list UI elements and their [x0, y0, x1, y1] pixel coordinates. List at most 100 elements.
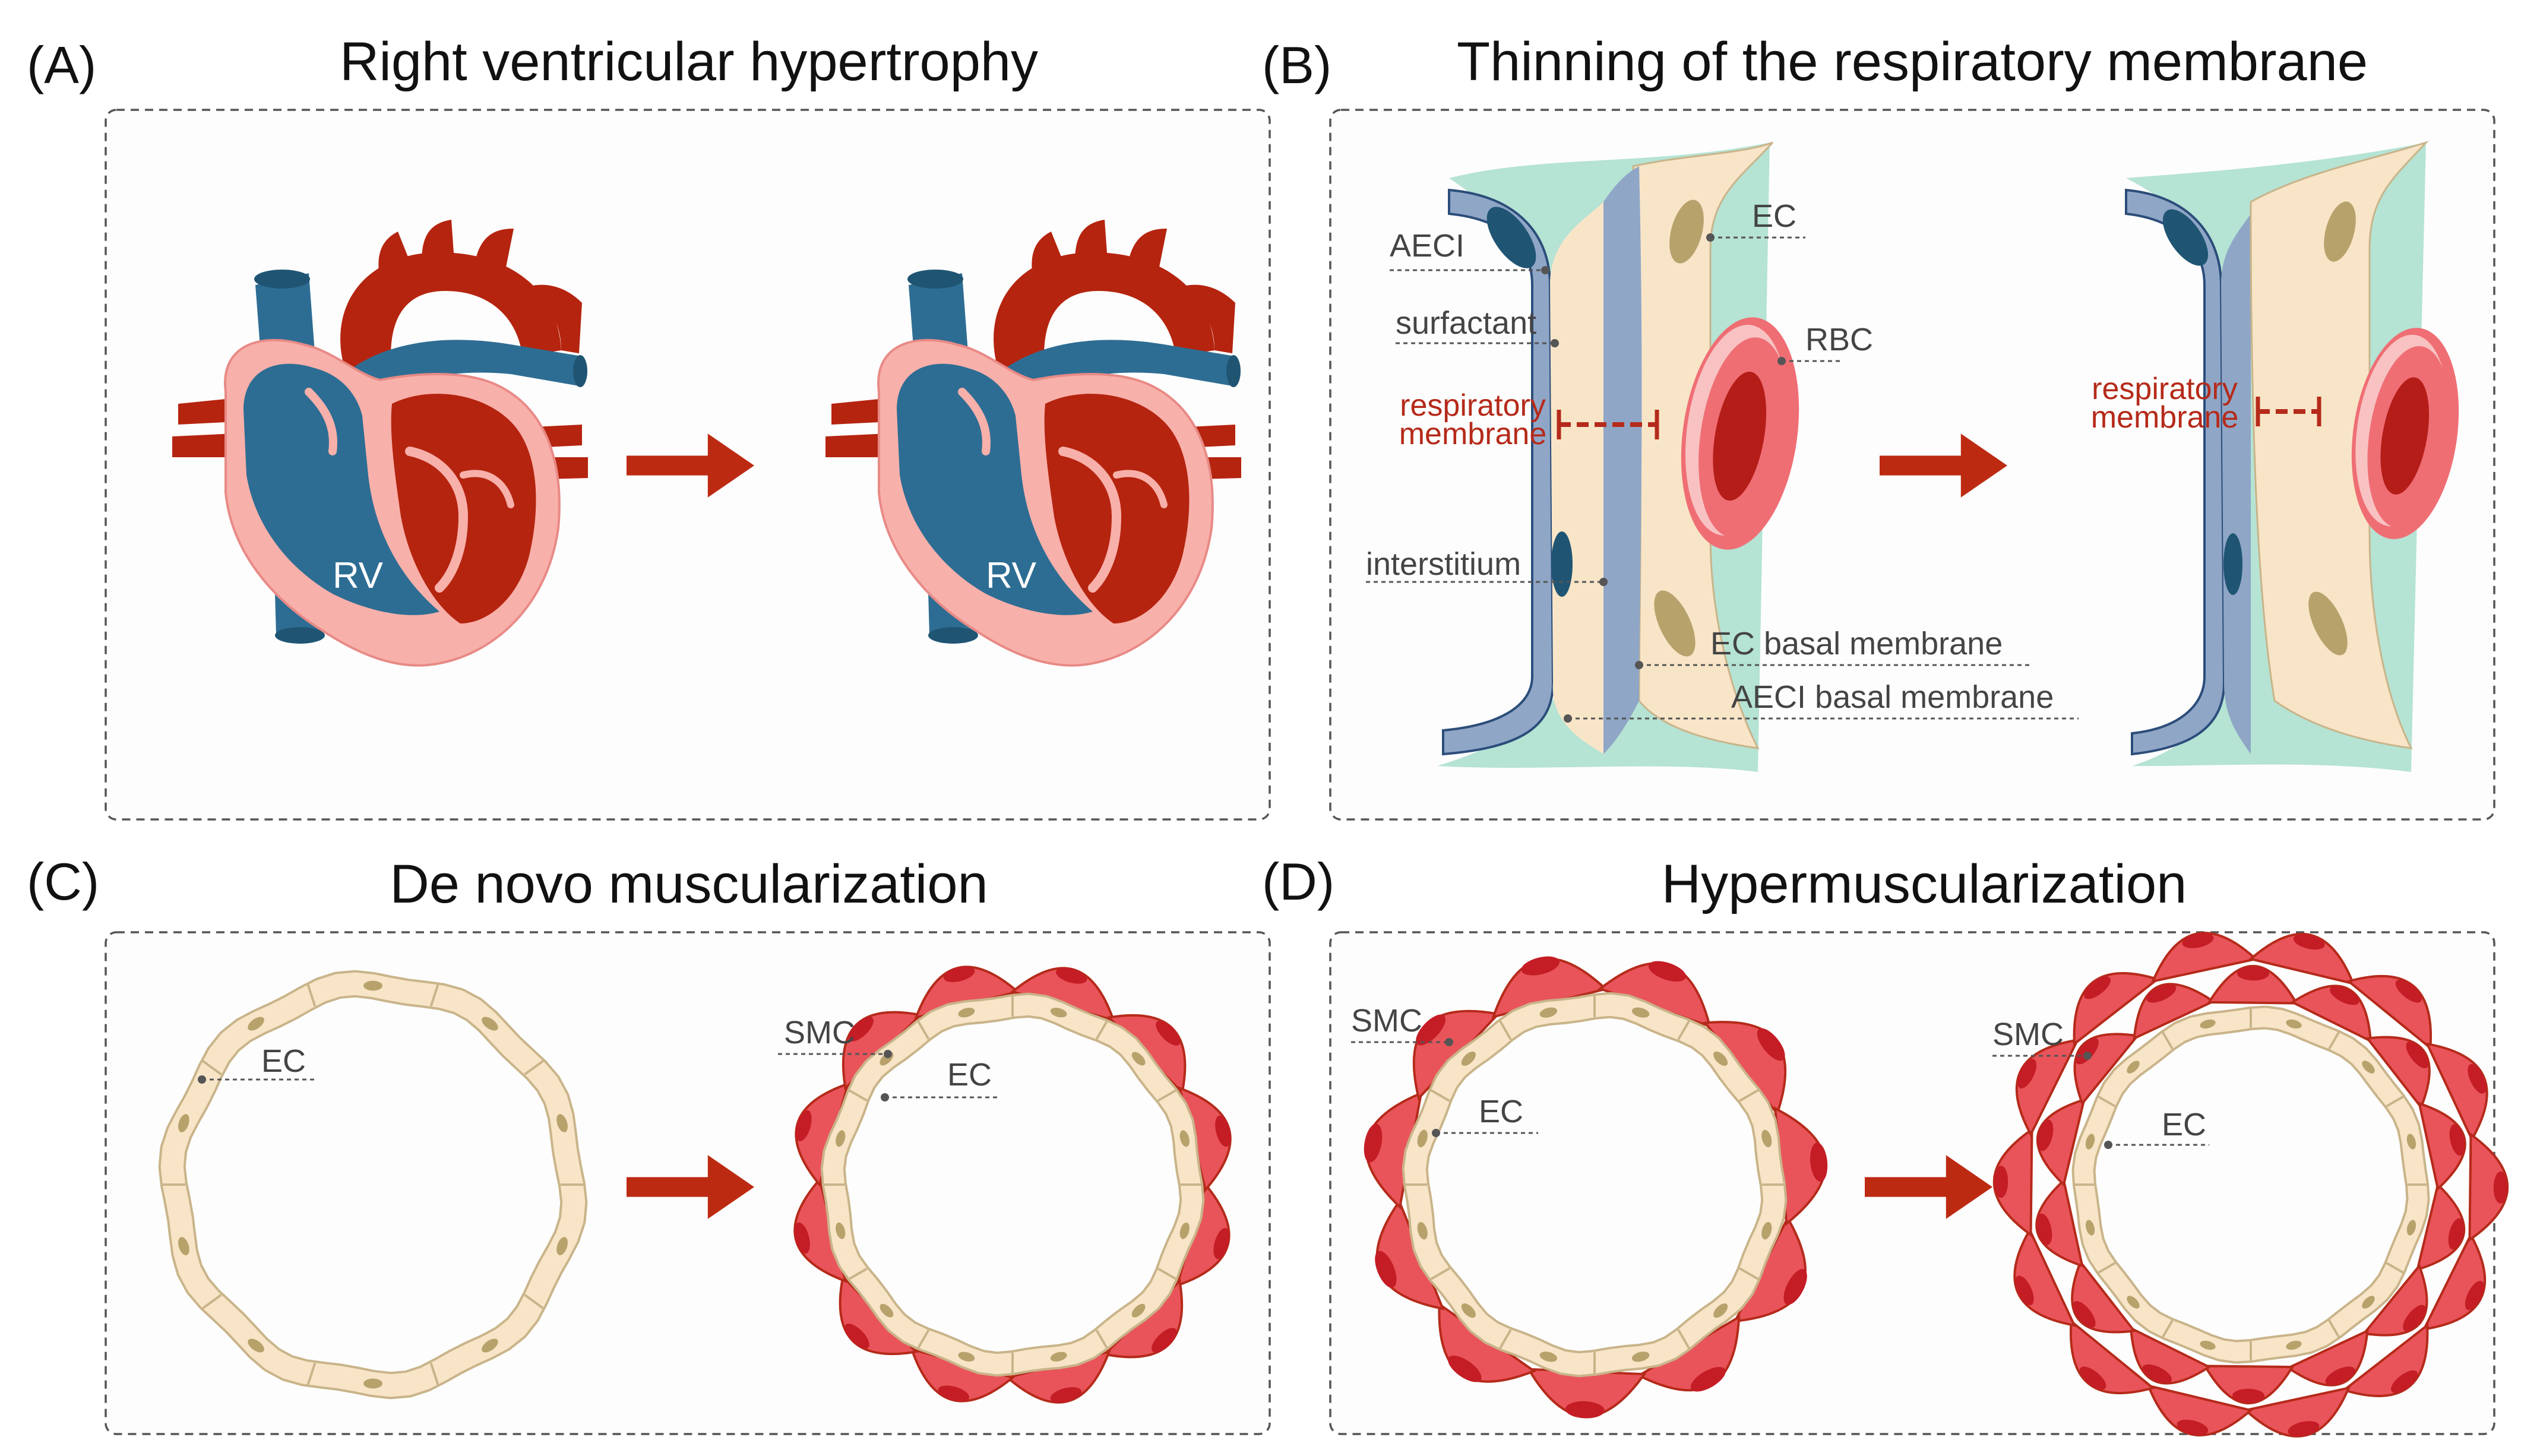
smc-nucleus	[1448, 1355, 1482, 1382]
cell-junction	[1739, 1267, 1759, 1280]
vessel-ring-smc	[1364, 956, 1828, 1419]
ec-nucleus	[1461, 1051, 1476, 1066]
smc-nucleus	[1213, 1228, 1230, 1259]
panel-c-title: De novo muscularization	[390, 854, 988, 914]
ec-nucleus	[1539, 1007, 1558, 1018]
cell-junction	[429, 1362, 439, 1385]
ec-nucleus	[248, 1017, 264, 1031]
cell-junction	[1677, 1020, 1690, 1040]
smc-nucleus	[1375, 1251, 1397, 1288]
membrane-after	[2125, 140, 2429, 772]
smc-nucleus	[2232, 1388, 2265, 1403]
ec-nucleus	[1539, 1351, 1558, 1362]
cell-junction	[1430, 1267, 1450, 1280]
smc-nucleus	[1156, 1020, 1181, 1046]
smc-cell	[1992, 1127, 2033, 1237]
ec-nucleus	[2200, 1019, 2216, 1029]
panel-a: (A) Right ventricular hypertrophy RV RV	[27, 31, 1271, 821]
smc-nucleus	[2237, 966, 2269, 981]
cell-junction	[202, 1060, 222, 1075]
smc-cell	[2150, 932, 2259, 983]
label-smc-d-before: SMC	[1351, 1003, 1422, 1039]
cell-junction	[202, 1294, 222, 1309]
smc-cell	[2248, 932, 2355, 986]
smc-nucleus	[1565, 1401, 1605, 1419]
smc-nucleus	[2325, 1366, 2355, 1385]
ec-nucleus	[363, 1378, 382, 1389]
ec-nucleus	[1417, 1129, 1428, 1148]
smc-nucleus	[2406, 1042, 2429, 1068]
smc-nucleus	[2073, 1301, 2096, 1328]
rv-label-before: RV	[333, 555, 384, 596]
cell-junction	[2328, 1031, 2340, 1050]
smc-nucleus	[1056, 967, 1087, 984]
smc-nucleus	[2017, 1059, 2037, 1089]
ec-nucleus	[1461, 1303, 1476, 1318]
ec-nucleus	[836, 1130, 846, 1147]
ec-nucleus	[2286, 1019, 2302, 1029]
ec-nucleus	[2362, 1061, 2375, 1074]
smc-nucleus	[2390, 1370, 2418, 1393]
ec-nucleus	[880, 1303, 894, 1318]
ec-nucleus	[2127, 1061, 2140, 1074]
label-respiratory-after: respiratory	[2092, 372, 2238, 406]
label-surfactant: surfactant	[1396, 305, 1536, 341]
panel-b-title: Thinning of the respiratory membrane	[1457, 31, 2368, 92]
cell-junction	[2162, 1319, 2174, 1338]
cell-junction	[524, 1294, 544, 1309]
cell-junction	[1499, 1020, 1512, 1040]
smc-nucleus	[2493, 1171, 2508, 1204]
ec-nucleus	[2286, 1340, 2302, 1350]
ec-nucleus	[1761, 1221, 1772, 1240]
cell-junction	[1095, 1330, 1108, 1349]
smc-nucleus	[2465, 1280, 2484, 1311]
smc-nucleus	[2449, 1124, 2465, 1156]
cell-junction	[2098, 1262, 2116, 1274]
smc-nucleus	[1994, 1166, 2008, 1198]
ec-nucleus	[178, 1237, 189, 1255]
panel-c-letter: (C)	[27, 852, 99, 911]
label-membrane: membrane	[1399, 417, 1547, 451]
smc-nucleus	[2288, 1421, 2320, 1436]
smc-cell	[2468, 1132, 2509, 1242]
cell-junction	[849, 1267, 868, 1280]
smc-nucleus	[2182, 933, 2214, 948]
ec-nucleus	[2200, 1340, 2216, 1350]
smc-nucleus	[2038, 1119, 2054, 1151]
ec-nucleus	[556, 1114, 568, 1132]
ec-nucleus	[482, 1017, 498, 1031]
smc-cell	[2207, 964, 2299, 1005]
ec-nucleus	[1131, 1052, 1146, 1066]
ec-nucleus	[2406, 1134, 2416, 1150]
smc-nucleus	[794, 1222, 810, 1254]
panel-d-title: Hypermuscularization	[1662, 854, 2187, 914]
smc-nucleus	[1783, 1269, 1807, 1305]
panel-d-letter: (D)	[1262, 852, 1334, 911]
label-membrane-after: membrane	[2091, 400, 2239, 435]
smc-nucleus	[2177, 1419, 2209, 1435]
ec-nucleus	[248, 1338, 264, 1353]
ec-nucleus	[1179, 1130, 1190, 1147]
label-ec-d-after: EC	[2162, 1107, 2206, 1142]
smc-nucleus	[2015, 1275, 2034, 1306]
smc-nucleus	[2142, 1364, 2172, 1384]
ec-nucleus	[2362, 1296, 2375, 1309]
smc-nucleus	[1648, 961, 1686, 982]
ec-nucleus	[2127, 1296, 2140, 1309]
smc-nucleus	[2079, 1366, 2106, 1390]
cell-junction	[1430, 1089, 1450, 1102]
smc-nucleus	[1215, 1115, 1231, 1147]
panel-b-letter: (B)	[1262, 36, 1331, 94]
ec-nucleus	[1417, 1221, 1428, 1240]
label-ec-basal: EC basal membrane	[1710, 626, 2003, 661]
smc-nucleus	[1416, 1014, 1446, 1046]
smc-nucleus	[795, 1110, 812, 1141]
vessel-ring-before	[158, 970, 588, 1400]
panel-a-letter: (A)	[27, 36, 96, 94]
smc-nucleus	[1364, 1123, 1383, 1163]
smc-cell	[2243, 1386, 2351, 1438]
ec-nucleus	[1050, 1351, 1067, 1362]
ec-nucleus	[958, 1351, 975, 1362]
cell-junction	[306, 1362, 317, 1385]
